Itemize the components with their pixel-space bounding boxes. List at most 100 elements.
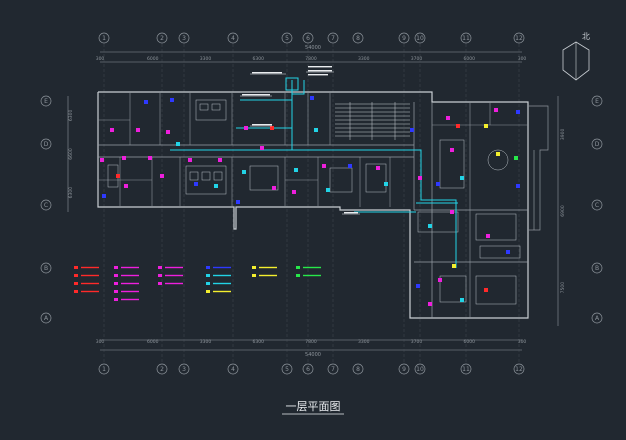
legend-symbol bbox=[252, 274, 256, 277]
device-marker bbox=[188, 158, 192, 162]
right-axis-bubble-A: A bbox=[591, 312, 603, 324]
device-marker bbox=[136, 128, 140, 132]
legend-text-mark bbox=[303, 266, 321, 269]
top-axis-bubble-10: 10 bbox=[414, 32, 426, 44]
device-symbols bbox=[100, 96, 520, 306]
building-walls bbox=[97, 91, 529, 319]
top-axis-bubble-7: 7 bbox=[327, 32, 339, 44]
bottom-axis-bubble-9: 9 bbox=[398, 363, 410, 375]
left-dimension-0: 6300 bbox=[68, 109, 74, 121]
legend-text-mark bbox=[213, 274, 231, 277]
legend-text-mark bbox=[213, 282, 231, 285]
bottom-dimension-0: 300 bbox=[96, 339, 105, 345]
device-marker bbox=[122, 156, 126, 160]
device-marker bbox=[384, 182, 388, 186]
device-marker bbox=[514, 156, 518, 160]
legend-text-mark bbox=[81, 282, 99, 285]
legend-text-mark bbox=[81, 266, 99, 269]
bottom-dimension-7: 6000 bbox=[464, 339, 476, 345]
device-marker bbox=[116, 174, 120, 178]
device-marker bbox=[124, 184, 128, 188]
left-axis-bubble-A-label: A bbox=[44, 315, 49, 322]
drawing-title-block: 一层平面图 bbox=[282, 400, 344, 415]
legend-symbol bbox=[296, 274, 300, 277]
bottom-axis-bubble-3: 3 bbox=[178, 363, 190, 375]
device-marker bbox=[460, 176, 464, 180]
cable-tray bbox=[170, 80, 458, 268]
dimension-lines bbox=[67, 51, 559, 351]
bottom-dimension-1: 6000 bbox=[147, 339, 159, 345]
top-axis-bubble-8: 8 bbox=[352, 32, 364, 44]
right-axis-bubble-B: B bbox=[591, 262, 603, 274]
legend-symbol bbox=[74, 282, 78, 285]
legend-text-mark bbox=[165, 274, 183, 277]
bottom-dimension-3: 6300 bbox=[253, 339, 265, 345]
device-marker bbox=[260, 146, 264, 150]
top-axis-bubble-2-label: 2 bbox=[160, 35, 164, 42]
bottom-axis-bubble-10-label: 10 bbox=[416, 366, 424, 373]
top-dimension-2: 3300 bbox=[200, 56, 212, 62]
right-dimension-1: 6900 bbox=[560, 205, 566, 217]
legend-text-mark bbox=[165, 266, 183, 269]
interior-partitions bbox=[98, 92, 528, 318]
device-marker bbox=[428, 302, 432, 306]
top-axis-bubble-3: 3 bbox=[178, 32, 190, 44]
device-marker bbox=[170, 98, 174, 102]
legend-symbol bbox=[158, 274, 162, 277]
north-arrow: 北 bbox=[562, 32, 590, 81]
top-dimension-5: 3300 bbox=[358, 56, 370, 62]
device-marker bbox=[446, 116, 450, 120]
top-dimension-4: 7800 bbox=[305, 56, 317, 62]
device-marker bbox=[242, 170, 246, 174]
top-axis-bubble-7-label: 7 bbox=[331, 35, 335, 42]
bottom-dimension-4: 7800 bbox=[305, 339, 317, 345]
top-axis-bubble-5-label: 5 bbox=[285, 35, 289, 42]
north-label: 北 bbox=[582, 32, 590, 41]
legend-text-mark bbox=[165, 282, 183, 285]
device-marker bbox=[418, 176, 422, 180]
device-marker bbox=[292, 190, 296, 194]
legend-symbol bbox=[114, 282, 118, 285]
drawing-title: 一层平面图 bbox=[286, 400, 341, 413]
legend-symbol bbox=[114, 274, 118, 277]
legend-text-mark bbox=[121, 282, 139, 285]
legend-symbol bbox=[158, 282, 162, 285]
top-axis-bubble-12-label: 12 bbox=[515, 35, 523, 42]
top-dimension-3: 6300 bbox=[253, 56, 265, 62]
device-marker bbox=[244, 126, 248, 130]
device-marker bbox=[416, 284, 420, 288]
legend-symbol bbox=[206, 266, 210, 269]
bottom-axis-bubble-11: 11 bbox=[460, 363, 472, 375]
legend-symbol bbox=[206, 290, 210, 293]
device-marker bbox=[322, 164, 326, 168]
device-marker bbox=[410, 128, 414, 132]
bottom-dimension-6: 3700 bbox=[411, 339, 423, 345]
device-marker bbox=[310, 96, 314, 100]
device-marker bbox=[326, 188, 330, 192]
bottom-axis-bubble-2: 2 bbox=[156, 363, 168, 375]
legend-symbol bbox=[296, 266, 300, 269]
device-marker bbox=[348, 164, 352, 168]
top-axis-bubble-3-label: 3 bbox=[182, 35, 186, 42]
device-marker bbox=[148, 156, 152, 160]
left-axis-bubble-E-label: E bbox=[44, 98, 48, 105]
legend-text-mark bbox=[121, 298, 139, 301]
device-marker bbox=[494, 108, 498, 112]
left-axis-bubble-E: E bbox=[40, 95, 52, 107]
top-axis-bubble-6: 6 bbox=[302, 32, 314, 44]
device-marker bbox=[218, 158, 222, 162]
left-dimension-2: 6300 bbox=[68, 187, 74, 199]
device-marker bbox=[236, 200, 240, 204]
device-marker bbox=[484, 124, 488, 128]
bottom-dimension-2: 3300 bbox=[200, 339, 212, 345]
legend-symbol bbox=[114, 298, 118, 301]
legend-text-mark bbox=[259, 274, 277, 277]
bottom-axis-bubble-4-label: 4 bbox=[231, 366, 235, 373]
bottom-dimension-5: 3300 bbox=[358, 339, 370, 345]
right-axis-bubble-D-label: D bbox=[595, 141, 600, 148]
legend-text-mark bbox=[121, 266, 139, 269]
left-axis-bubble-C: C bbox=[40, 199, 52, 211]
